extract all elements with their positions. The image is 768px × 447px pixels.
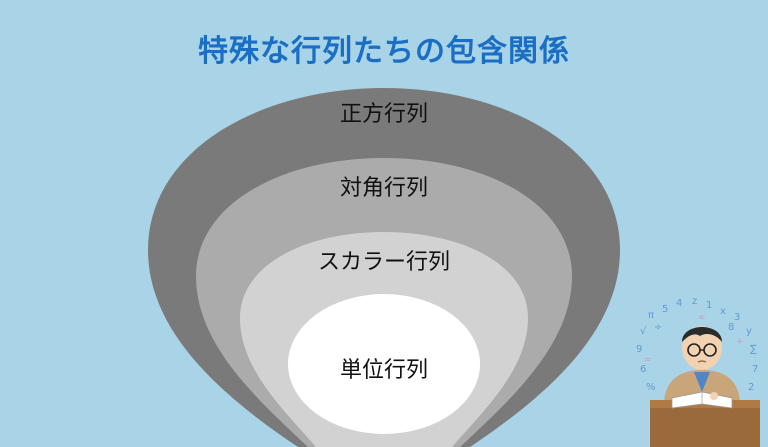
- svg-text:+: +: [736, 337, 744, 347]
- svg-text:π: π: [648, 310, 654, 321]
- label-square-matrix: 正方行列: [339, 102, 428, 127]
- svg-text:x: x: [720, 306, 726, 317]
- svg-text:=: =: [644, 355, 652, 365]
- svg-text:8: 8: [728, 322, 734, 333]
- svg-text:7: 7: [752, 364, 758, 375]
- svg-text:√: √: [640, 326, 647, 337]
- svg-text:4: 4: [676, 298, 682, 309]
- label-identity-matrix: 単位行列: [339, 358, 428, 383]
- label-diagonal-matrix: 対角行列: [339, 176, 428, 201]
- svg-text:∞: ∞: [698, 313, 706, 323]
- svg-text:z: z: [692, 296, 697, 307]
- svg-text:1: 1: [706, 300, 712, 311]
- svg-text:%: %: [646, 382, 656, 393]
- svg-text:6: 6: [640, 364, 646, 375]
- label-scalar-matrix: スカラー行列: [317, 250, 450, 275]
- svg-text:5: 5: [662, 304, 668, 315]
- svg-text:9: 9: [636, 344, 642, 355]
- set-region-identity-matrix: [288, 294, 480, 434]
- svg-text:÷: ÷: [654, 322, 662, 333]
- svg-text:∑: ∑: [750, 344, 757, 355]
- svg-text:y: y: [746, 326, 752, 337]
- diagram-title: 特殊な行列たちの包含関係: [198, 34, 570, 69]
- svg-text:2: 2: [748, 382, 754, 393]
- svg-text:3: 3: [734, 312, 740, 323]
